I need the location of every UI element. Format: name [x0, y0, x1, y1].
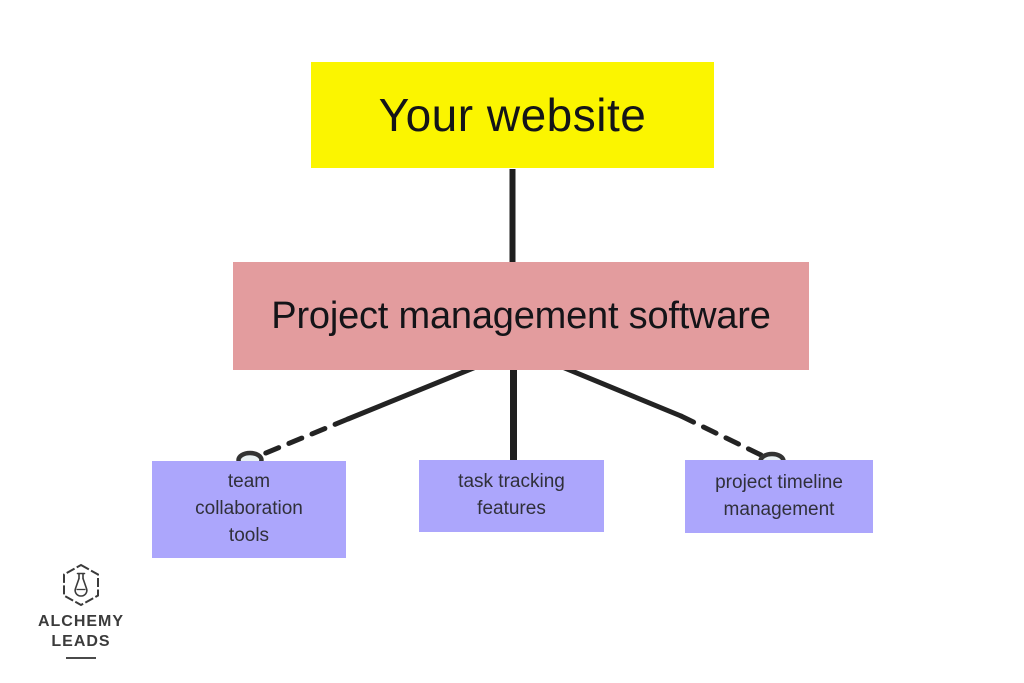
node-team-collaboration-tools: team collaboration tools	[152, 461, 346, 558]
connector-hub-to-timeline-dashed	[678, 413, 764, 458]
node-your-website-label: Your website	[378, 89, 647, 141]
logo-text-alchemy: ALCHEMY	[37, 613, 125, 630]
node-team-collaboration-tools-label: team collaboration tools	[195, 471, 303, 546]
connector-hub-to-team-dashed	[258, 416, 351, 458]
logo-text-leads: LEADS	[51, 633, 111, 650]
node-task-tracking-features: task tracking features	[419, 460, 604, 532]
node-project-management-software-label: Project management software	[271, 294, 771, 337]
flask-in-hexagon-icon	[63, 563, 99, 607]
node-task-tracking-features-label: task tracking features	[458, 471, 565, 519]
node-project-management-software: Project management software	[233, 262, 809, 370]
node-project-timeline-management: project timeline management	[685, 460, 873, 533]
alchemy-leads-logo: ALCHEMY LEADS	[35, 562, 127, 659]
node-project-timeline-management-label: project timeline management	[715, 471, 843, 520]
logo-underline	[66, 657, 96, 659]
node-your-website: Your website	[311, 62, 714, 168]
